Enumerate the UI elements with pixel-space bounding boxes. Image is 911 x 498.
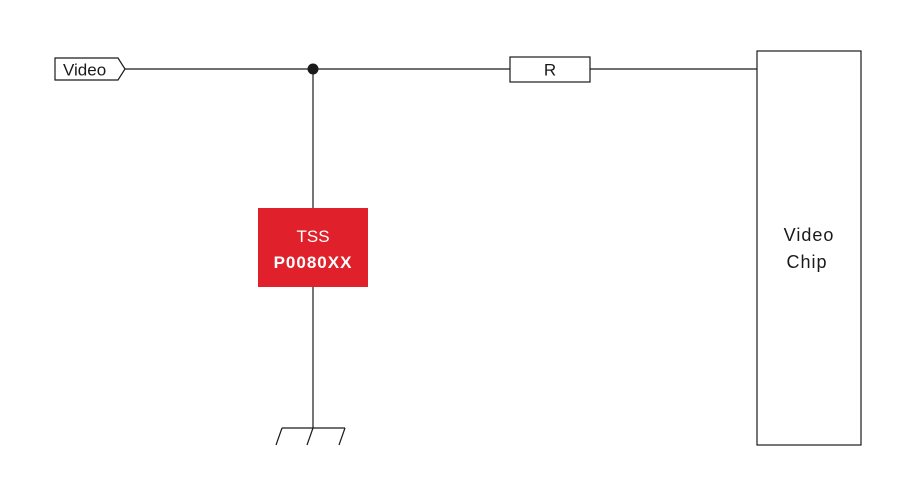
- ground-hatch-1: [275, 427, 283, 446]
- tss-protector: TSS P0080XX: [258, 208, 368, 287]
- protector-label-line1: TSS: [296, 227, 329, 246]
- video-chip-label-line1: Video: [784, 225, 835, 245]
- video-chip-label-line2: Chip: [786, 252, 827, 272]
- video-input-port: Video: [54, 57, 126, 81]
- ground-hatch-2: [306, 427, 314, 446]
- ground-hatch-3: [338, 427, 346, 446]
- resistor-body: [509, 56, 591, 83]
- input-port-shape: [54, 57, 126, 81]
- resistor: R: [509, 56, 591, 83]
- ground-icon: [275, 427, 346, 446]
- input-port-label: Video: [63, 61, 106, 80]
- video-chip-body: [756, 50, 862, 446]
- resistor-label: R: [544, 61, 556, 80]
- protector-label-line2: P0080XX: [274, 253, 353, 272]
- video-chip: Video Chip: [756, 50, 862, 446]
- protector-body: [258, 208, 368, 287]
